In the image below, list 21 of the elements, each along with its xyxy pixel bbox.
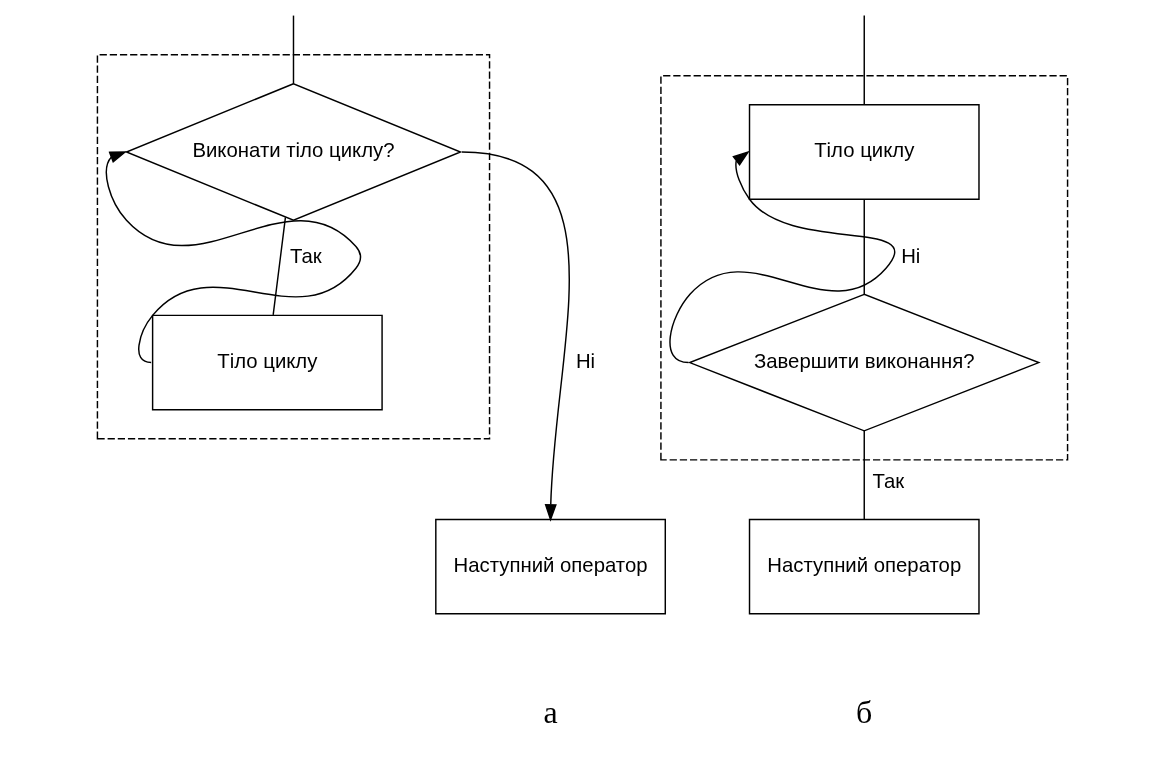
edge-label: Ні — [901, 244, 921, 267]
connector — [863, 198, 865, 295]
node-box: Наступний оператор — [435, 518, 666, 615]
node-box: Наступний оператор — [748, 518, 980, 615]
edge-label: Так — [290, 244, 322, 267]
node-box: Тіло циклу — [748, 104, 980, 200]
arrow — [461, 151, 570, 522]
connector — [272, 216, 287, 316]
edge-label: Ні — [575, 349, 596, 372]
label: б — [856, 694, 873, 730]
edge-label: Так — [872, 469, 905, 492]
connector — [863, 14, 865, 106]
connector — [863, 430, 865, 521]
connector — [292, 14, 295, 85]
node-box: Тіло циклу — [151, 314, 383, 411]
node-diamond: Завершити виконання? — [687, 293, 1041, 432]
cluster — [96, 53, 491, 440]
arrow — [669, 150, 895, 364]
node-diamond: Виконати тіло циклу? — [124, 82, 463, 222]
cluster — [660, 75, 1069, 461]
label: а — [543, 694, 558, 730]
